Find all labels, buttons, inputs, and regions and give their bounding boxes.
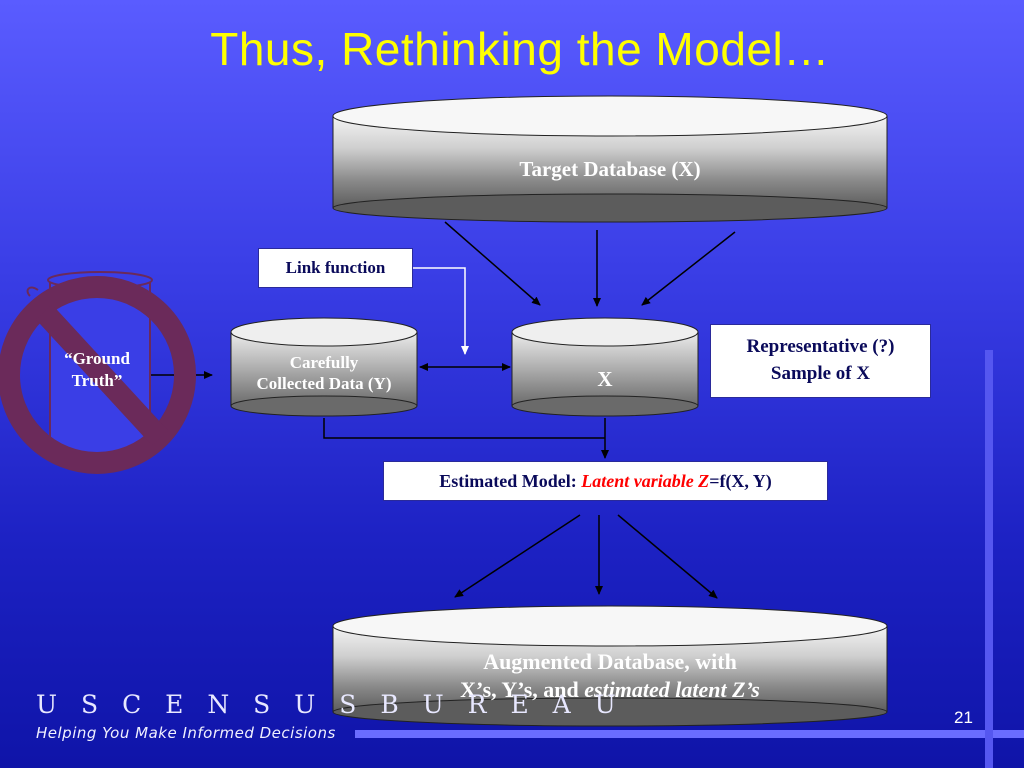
arrow-model-to-aug-left bbox=[454, 514, 581, 598]
model-latent-variable: Latent variable Z bbox=[581, 470, 710, 491]
representative-line1: Representative (?) bbox=[746, 336, 895, 358]
estimated-model-box: Estimated Model: Latent variable Z=f(X, … bbox=[383, 461, 828, 501]
arrow-link-function bbox=[413, 267, 469, 355]
arrow-target-to-x-left bbox=[444, 221, 541, 306]
footer-tagline: Helping You Make Informed Decisions bbox=[36, 724, 336, 742]
augmented-line2-italic: estimated latent Z’s bbox=[584, 676, 760, 702]
link-function-box: Link function bbox=[258, 248, 413, 288]
augmented-database-cylinder bbox=[332, 605, 888, 727]
model-suffix: =f(X, Y) bbox=[709, 470, 772, 491]
representative-line2: Sample of X bbox=[770, 363, 871, 384]
augmented-database-label: Augmented Database, with X’s, Y’s, and e… bbox=[333, 648, 887, 703]
connector-to-model bbox=[323, 418, 605, 439]
x-cylinder bbox=[511, 317, 699, 417]
footer-bar bbox=[355, 730, 1024, 738]
prohibition-sign-icon bbox=[0, 276, 196, 474]
augmented-line1: Augmented Database, with bbox=[483, 649, 737, 674]
collected-data-line1: Carefully bbox=[289, 353, 359, 372]
ground-truth-line1: “Ground bbox=[64, 349, 130, 368]
arrow-model-to-aug-right bbox=[617, 514, 718, 599]
model-prefix: Estimated Model: bbox=[439, 470, 582, 491]
target-database-cylinder bbox=[332, 95, 888, 223]
ground-truth-line2: Truth” bbox=[71, 371, 123, 391]
collected-data-cylinder bbox=[230, 317, 418, 417]
footer-vertical-bar bbox=[985, 350, 993, 768]
ground-truth-label: “Ground Truth” bbox=[52, 348, 142, 392]
x-label: X bbox=[597, 367, 613, 391]
slide-title: Thus, Rethinking the Model… bbox=[210, 23, 830, 75]
link-function-label: Link function bbox=[285, 258, 386, 277]
page-number: 21 bbox=[954, 708, 973, 727]
augmented-line2: X’s, Y’s, and estimated latent Z’s bbox=[333, 676, 887, 704]
census-bureau-logo-text: U S C E N S U S B U R E A U bbox=[36, 690, 624, 719]
representative-sample-box: Representative (?) Sample of X bbox=[710, 324, 931, 398]
arrow-target-to-x-right bbox=[641, 231, 736, 306]
target-database-label: Target Database (X) bbox=[519, 157, 701, 181]
collected-data-label: Carefully Collected Data (Y) bbox=[231, 352, 417, 395]
collected-data-line2: Collected Data (Y) bbox=[256, 374, 392, 394]
augmented-line2-prefix: X’s, Y’s, and bbox=[460, 676, 585, 702]
